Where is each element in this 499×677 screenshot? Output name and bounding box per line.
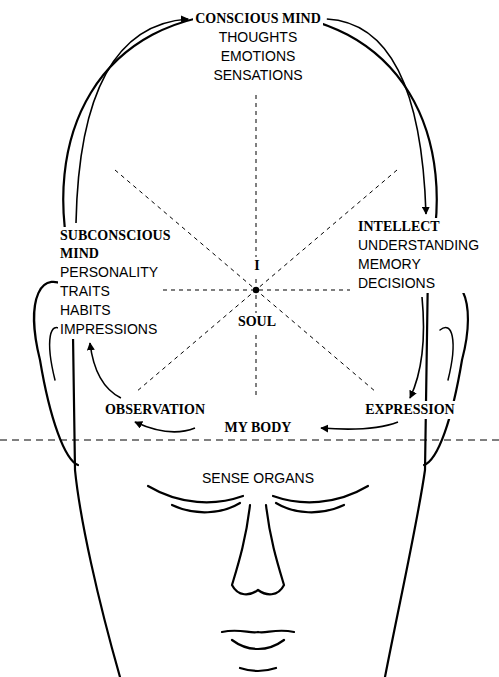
section-items: UNDERSTANDING MEMORY DECISIONS xyxy=(356,236,481,293)
section-heading: SUBCONSCIOUS MIND xyxy=(58,227,172,263)
section-heading: OBSERVATION xyxy=(103,401,207,419)
conscious-mind-group: CONSCIOUS MINDTHOUGHTS EMOTIONS SENSATIO… xyxy=(193,10,323,85)
right-eye-upper xyxy=(273,486,368,502)
head-outline xyxy=(63,12,436,677)
section-items: THOUGHTS EMOTIONS SENSATIONS xyxy=(211,28,304,85)
nose xyxy=(232,505,284,594)
section-items: PERSONALITY TRAITS HABITS IMPRESSIONS xyxy=(58,263,160,339)
cycle-arrow xyxy=(90,343,121,398)
self-label: I xyxy=(252,257,261,275)
body-divider-line xyxy=(0,440,499,441)
section-heading: CONSCIOUS MIND xyxy=(193,10,323,28)
right-ear xyxy=(424,281,468,465)
right-eye-lower xyxy=(276,503,344,512)
body-group: MY BODY SENSE ORGANS xyxy=(200,419,316,488)
expression-label: EXPRESSION xyxy=(363,401,456,419)
cycle-arrow xyxy=(135,422,195,432)
soul-dot xyxy=(253,287,259,293)
subconscious-mind-group: SUBCONSCIOUS MINDPERSONALITY TRAITS HABI… xyxy=(58,227,172,339)
cycle-arrow xyxy=(327,19,426,214)
cycle-arrow xyxy=(76,19,188,223)
section-heading: INTELLECT xyxy=(356,218,442,236)
left-eye-upper xyxy=(148,486,243,502)
chin xyxy=(240,668,276,671)
intellect-group: INTELLECTUNDERSTANDING MEMORY DECISIONS xyxy=(356,218,481,293)
left-eye-lower xyxy=(172,503,240,512)
observation-label: OBSERVATION xyxy=(103,401,207,419)
section-heading: MY BODY xyxy=(223,419,294,437)
vertical-dashed-line xyxy=(256,95,257,398)
upper-lip xyxy=(222,631,294,633)
lower-lip xyxy=(232,640,284,649)
soul-label: SOUL xyxy=(236,313,278,331)
section-heading: EXPRESSION xyxy=(363,401,456,419)
right-ear-inner xyxy=(440,327,453,380)
cycle-arrow xyxy=(321,422,398,429)
cycle-arrow xyxy=(410,297,424,398)
section-items: SENSE ORGANS xyxy=(200,469,316,488)
